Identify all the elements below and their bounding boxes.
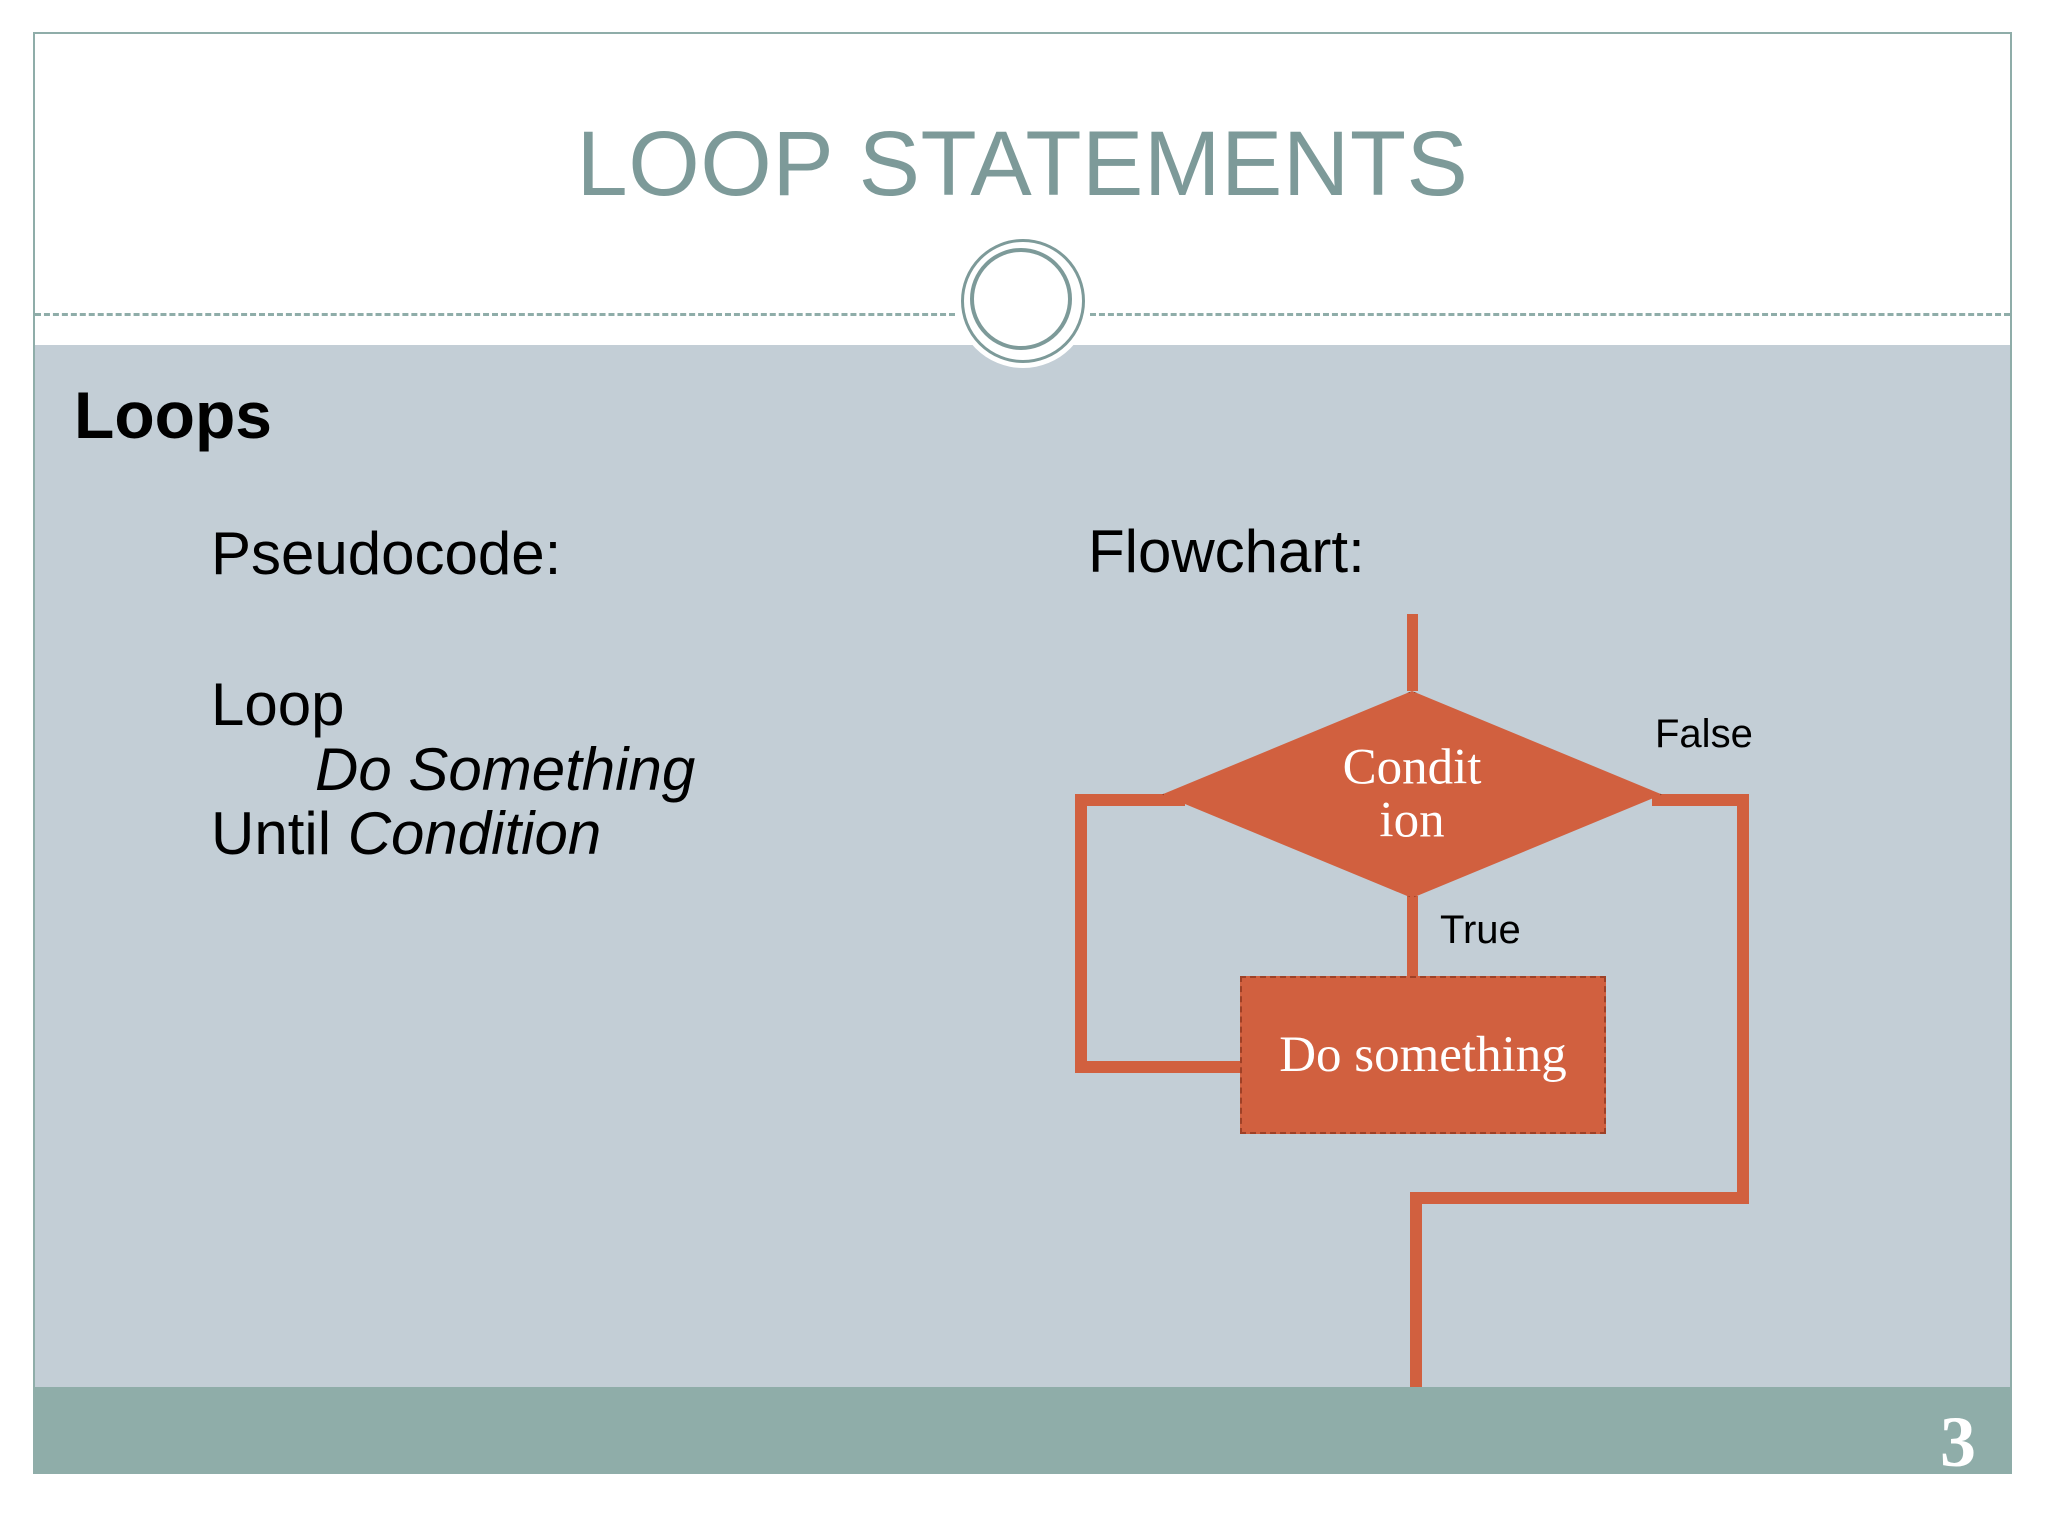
connector-loopback-bottom — [1075, 1061, 1240, 1073]
ornament-inner-ring — [970, 248, 1072, 350]
slide-body — [35, 345, 2010, 1387]
connector-entry — [1407, 614, 1418, 691]
pseudocode-line-until: Until Condition — [211, 800, 971, 868]
connector-false-top — [1652, 794, 1749, 806]
connector-false-vertical — [1737, 794, 1749, 1204]
divider-line-right — [1090, 313, 2010, 316]
connector-loopback-vertical — [1075, 794, 1087, 1073]
flowchart-label: Flowchart: — [1088, 518, 1365, 585]
flowchart-diagram: Condition Do something False True — [1055, 614, 1875, 1454]
pseudocode-column: Pseudocode: Loop Do Something Until Cond… — [211, 520, 971, 868]
ornament-outer-ring — [961, 239, 1085, 363]
page-number: 3 — [1940, 1402, 1976, 1474]
pseudocode-label: Pseudocode: — [211, 520, 562, 587]
connector-true-branch — [1407, 896, 1418, 976]
divider-line-left — [35, 313, 955, 316]
flowchart-node-do-something: Do something — [1240, 976, 1606, 1134]
connector-loopback-top — [1075, 794, 1185, 806]
edge-label-true: True — [1440, 908, 1521, 952]
condition-node-label: Condition — [1342, 738, 1482, 849]
edge-label-false: False — [1655, 712, 1753, 756]
section-heading: Loops — [74, 378, 272, 452]
pseudocode-until-keyword: Until — [211, 800, 348, 868]
page-title: LOOP STATEMENTS — [576, 113, 1469, 215]
footer-bar: 3 — [35, 1387, 2010, 1472]
do-something-node-label: Do something — [1279, 1026, 1567, 1083]
double-circle-ornament-icon — [956, 234, 1090, 368]
pseudocode-line-do-something: Do Something — [315, 735, 696, 803]
slide-canvas: LOOP STATEMENTS Loops Pseudocode: Loop D… — [33, 32, 2012, 1474]
flowchart-node-condition: Condition — [1162, 691, 1662, 898]
pseudocode-line-loop: Loop — [211, 670, 345, 738]
pseudocode-until-condition: Condition — [347, 800, 602, 868]
connector-false-bottom — [1410, 1192, 1749, 1204]
